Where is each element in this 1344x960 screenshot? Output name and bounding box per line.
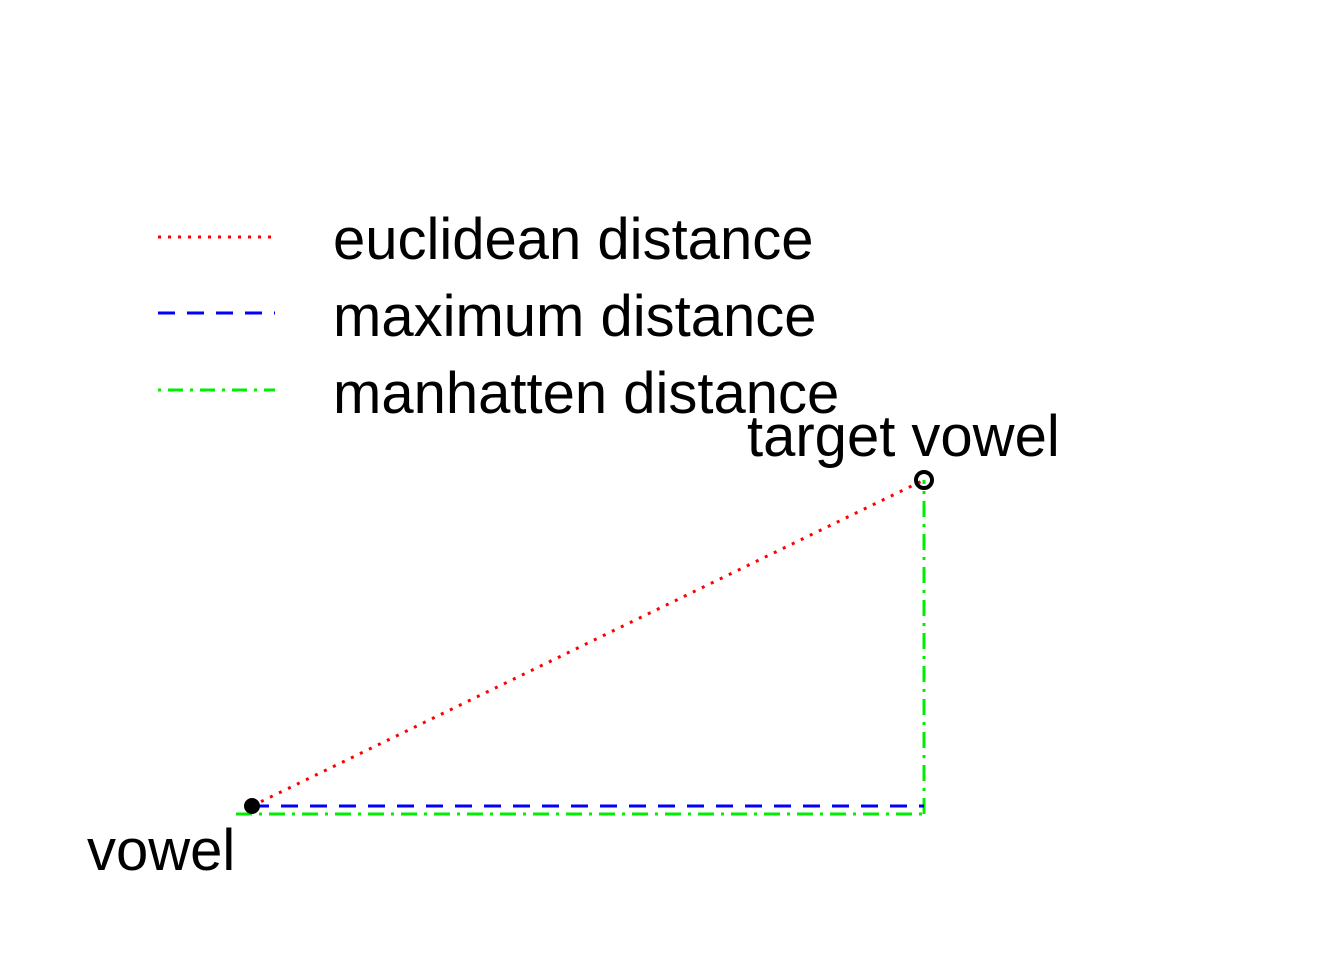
- legend: euclidean distance maximum distance manh…: [158, 207, 839, 426]
- vowel-point: [244, 798, 260, 814]
- legend-label-manhattan: manhatten distance: [333, 361, 839, 426]
- points: vowel target vowel: [87, 404, 1060, 883]
- legend-label-euclidean: euclidean distance: [333, 207, 813, 272]
- target-vowel-label: target vowel: [747, 404, 1060, 469]
- vowel-label: vowel: [87, 818, 235, 883]
- euclidean-distance-line: [251, 478, 925, 808]
- distance-lines: [236, 478, 926, 816]
- legend-label-maximum: maximum distance: [333, 284, 816, 349]
- target-vowel-point: [914, 470, 934, 490]
